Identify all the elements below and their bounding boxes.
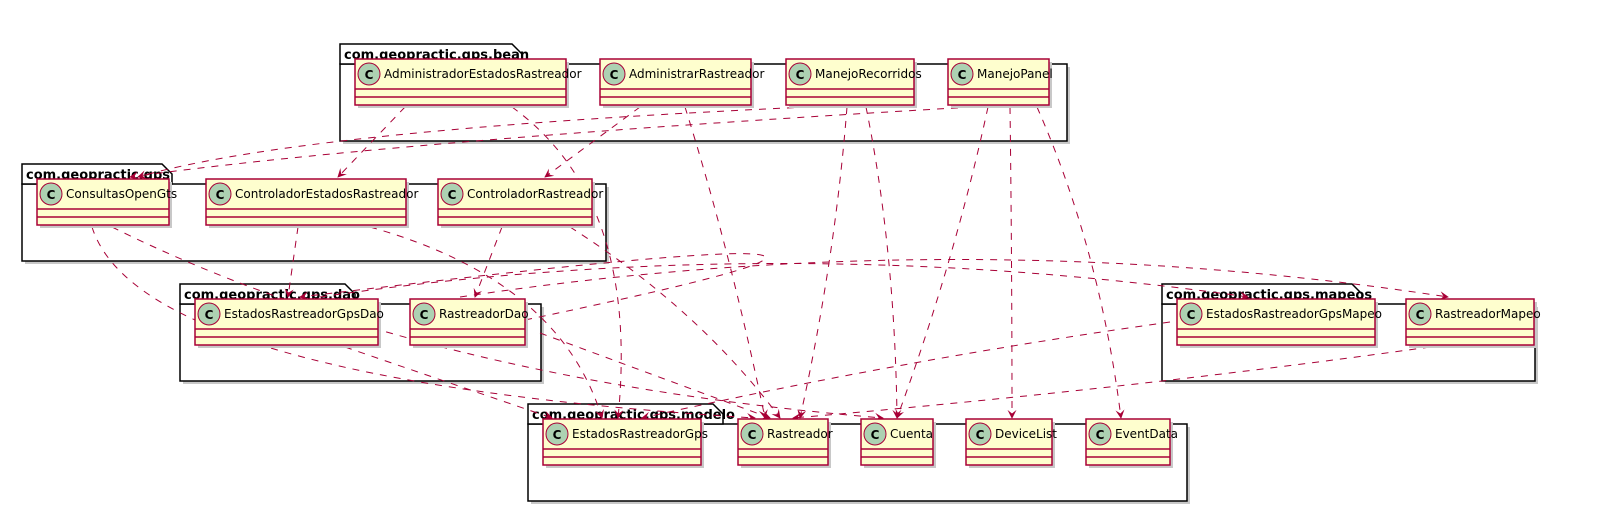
dependency-rastreador-mapeo-to-rastreador — [792, 346, 1431, 422]
dependency-manejo-recorridos-to-rastreador — [797, 106, 848, 419]
class-name: Cuenta — [890, 427, 933, 441]
class-stereotype-letter: C — [205, 308, 214, 322]
dependencies-layer — [91, 106, 1449, 422]
class-stereotype-icon — [197, 302, 221, 326]
class-name: EventData — [1115, 427, 1178, 441]
class-name: Rastreador — [767, 427, 833, 441]
class-stereotype-letter: C — [871, 428, 880, 442]
class-box — [437, 178, 593, 226]
dependency-manejo-panel-to-device-list — [1007, 106, 1017, 419]
class-box — [205, 178, 407, 226]
dependency-estados-rastreador-gps-dao-to-estados-rastreador-gps-mapeo — [319, 263, 1249, 301]
class-stereotype-letter: C — [748, 428, 757, 442]
class-name: EstadosRastreadorGpsMapeo — [1206, 307, 1382, 321]
class-box — [354, 58, 567, 106]
class-cuenta[interactable]: C Cuenta — [860, 418, 936, 468]
dependency-administrador-estados-rastreador-to-estados-rastreador-gps — [511, 106, 624, 419]
class-administrar-rastreador[interactable]: C AdministrarRastreador — [599, 58, 765, 108]
class-estados-rastreador-gps[interactable]: C EstadosRastreadorGps — [542, 418, 708, 468]
class-stereotype-letter: C — [365, 68, 374, 82]
class-stereotype-letter: C — [1096, 428, 1105, 442]
class-stereotype-icon — [1088, 422, 1112, 446]
class-estados-rastreador-gps-dao[interactable]: C EstadosRastreadorGpsDao — [194, 298, 384, 348]
class-stereotype-letter: C — [1187, 308, 1196, 322]
dependency-manejo-recorridos-to-consultas-open-gts — [137, 106, 809, 180]
class-controlador-estados-rastreador[interactable]: C ControladorEstadosRastreador — [205, 178, 418, 228]
dependency-manejo-panel-to-consultas-open-gts — [129, 106, 973, 181]
class-rastreador-mapeo[interactable]: C RastreadorMapeo — [1405, 298, 1541, 348]
class-rastreador-dao[interactable]: C RastreadorDao — [409, 298, 529, 348]
class-name: EstadosRastreadorGps — [572, 427, 708, 441]
class-estados-rastreador-gps-mapeo[interactable]: C EstadosRastreadorGpsMapeo — [1176, 298, 1382, 348]
dependency-administrar-rastreador-to-controlador-rastreador — [544, 106, 641, 178]
class-name: AdministradorEstadosRastreador — [384, 67, 582, 81]
class-name: AdministrarRastreador — [629, 67, 765, 81]
class-stereotype-letter: C — [47, 188, 56, 202]
class-stereotype-icon — [440, 182, 464, 206]
class-manejo-recorridos[interactable]: C ManejoRecorridos — [785, 58, 922, 108]
class-name: ControladorRastreador — [467, 187, 603, 201]
class-stereotype-letter: C — [448, 188, 457, 202]
dependency-manejo-panel-to-cuenta — [895, 106, 989, 419]
dependency-administrador-estados-rastreador-to-controlador-estados-rastreador — [337, 106, 406, 178]
dependency-consultas-open-gts-to-rastreador — [91, 226, 756, 422]
dependency-estados-rastreador-gps-dao-to-estados-rastreador-gps — [344, 346, 553, 420]
class-name: ManejoRecorridos — [815, 67, 922, 81]
class-box — [599, 58, 752, 106]
class-name: DeviceList — [995, 427, 1057, 441]
class-box — [542, 418, 702, 466]
dependency-rastreador-dao-to-estados-rastreador-gps-dao — [299, 253, 766, 321]
class-stereotype-letter: C — [958, 68, 967, 82]
class-stereotype-letter: C — [216, 188, 225, 202]
class-name: ControladorEstadosRastreador — [235, 187, 418, 201]
class-stereotype-letter: C — [976, 428, 985, 442]
dependency-controlador-rastreador-to-rastreador-dao — [473, 226, 503, 298]
class-stereotype-icon — [863, 422, 887, 446]
class-device-list[interactable]: C DeviceList — [965, 418, 1057, 468]
class-manejo-panel[interactable]: C ManejoPanel — [947, 58, 1053, 108]
class-stereotype-letter: C — [553, 428, 562, 442]
class-stereotype-letter: C — [610, 68, 619, 82]
class-name: RastreadorMapeo — [1435, 307, 1541, 321]
dependency-controlador-estados-rastreador-to-estados-rastreador-gps-dao — [284, 226, 299, 298]
class-stereotype-icon — [39, 182, 63, 206]
class-stereotype-icon — [357, 62, 381, 86]
class-event-data[interactable]: C EventData — [1085, 418, 1178, 468]
dependency-administrar-rastreador-to-rastreador — [684, 106, 768, 419]
dependency-rastreador-dao-to-rastreador-mapeo — [459, 259, 1449, 301]
class-name: ConsultasOpenGts — [66, 187, 177, 201]
dependency-manejo-panel-to-event-data — [1036, 106, 1125, 419]
class-name: EstadosRastreadorGpsDao — [224, 307, 384, 321]
dependency-manejo-recorridos-to-cuenta — [865, 106, 902, 419]
class-stereotype-icon — [950, 62, 974, 86]
class-stereotype-icon — [602, 62, 626, 86]
class-stereotype-icon — [740, 422, 764, 446]
class-stereotype-icon — [208, 182, 232, 206]
class-stereotype-icon — [545, 422, 569, 446]
class-controlador-rastreador[interactable]: C ControladorRastreador — [437, 178, 603, 228]
class-stereotype-letter: C — [796, 68, 805, 82]
class-name: RastreadorDao — [439, 307, 529, 321]
class-stereotype-icon — [1408, 302, 1432, 326]
class-stereotype-icon — [788, 62, 812, 86]
class-consultas-open-gts[interactable]: C ConsultasOpenGts — [36, 178, 177, 228]
class-stereotype-letter: C — [420, 308, 429, 322]
class-stereotype-letter: C — [1416, 308, 1425, 322]
class-stereotype-icon — [412, 302, 436, 326]
class-stereotype-icon — [968, 422, 992, 446]
class-stereotype-icon — [1179, 302, 1203, 326]
class-box — [194, 298, 379, 346]
class-rastreador[interactable]: C Rastreador — [737, 418, 833, 468]
class-name: ManejoPanel — [977, 67, 1053, 81]
class-administrador-estados-rastreador[interactable]: C AdministradorEstadosRastreador — [354, 58, 582, 108]
dependency-consultas-open-gts-to-cuenta — [111, 226, 884, 422]
dependency-estados-rastreador-gps-mapeo-to-estados-rastreador-gps — [641, 321, 1171, 421]
class-box — [1176, 298, 1376, 346]
